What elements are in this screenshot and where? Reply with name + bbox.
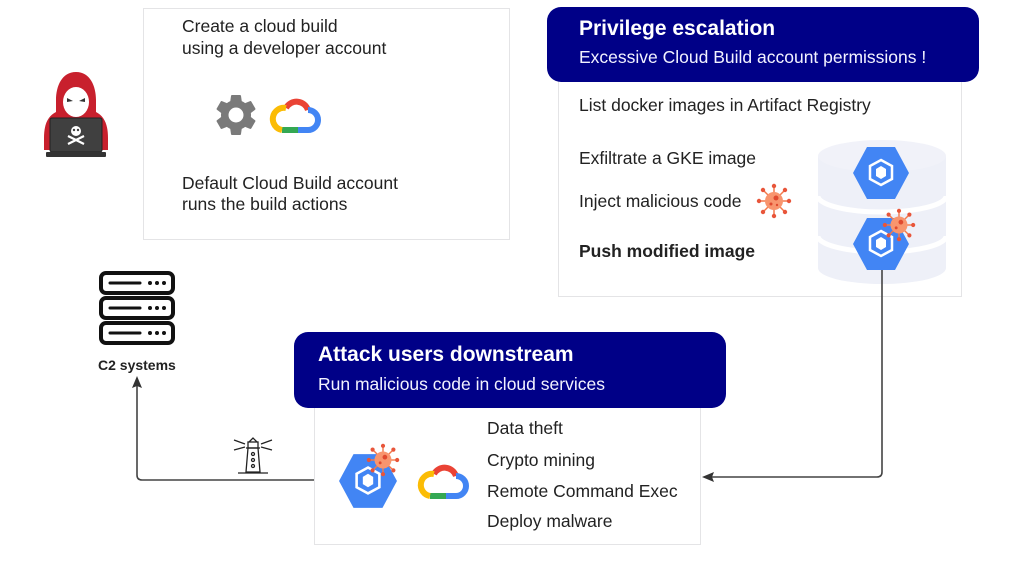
build-step-text: Default Cloud Build account [182, 173, 398, 193]
arrowhead-icon [132, 376, 142, 388]
impact-item: Remote Command Exec [487, 481, 678, 501]
arrowhead-icon [702, 472, 714, 482]
privilege-step: Inject malicious code [579, 191, 742, 211]
impact-item: Deploy malware [487, 511, 613, 531]
impact-item: Crypto mining [487, 450, 595, 470]
server-stack-icon [98, 270, 176, 348]
virus-icon [882, 208, 916, 242]
gke-image-icon [852, 146, 910, 200]
downstream-banner: Attack users downstream Run malicious co… [294, 332, 726, 408]
privilege-title: Privilege escalation [579, 17, 776, 40]
downstream-subtitle: Run malicious code in cloud services [318, 374, 605, 394]
hacker-icon [40, 68, 112, 160]
privilege-step: Push modified image [579, 241, 755, 261]
privilege-step: List docker images in Artifact Registry [579, 95, 871, 115]
build-step-text: Create a cloud build [182, 16, 338, 36]
google-cloud-logo-icon [416, 460, 469, 502]
downstream-title: Attack users downstream [318, 343, 574, 366]
virus-icon [366, 443, 400, 477]
privilege-subtitle: Excessive Cloud Build account permission… [579, 47, 927, 67]
privilege-step: Exfiltrate a GKE image [579, 148, 757, 168]
lighthouse-beacon-icon [232, 434, 274, 476]
build-step-text: using a developer account [182, 38, 387, 58]
virus-icon [756, 183, 792, 219]
build-panel [143, 8, 510, 240]
google-cloud-logo-icon [268, 94, 321, 136]
impact-item: Data theft [487, 418, 563, 438]
build-step-text: runs the build actions [182, 194, 348, 214]
privilege-banner: Privilege escalation Excessive Cloud Bui… [547, 7, 979, 82]
push-to-downstream-connector [712, 270, 883, 478]
c2-label: C2 systems [98, 357, 176, 373]
gear-icon [211, 90, 261, 140]
